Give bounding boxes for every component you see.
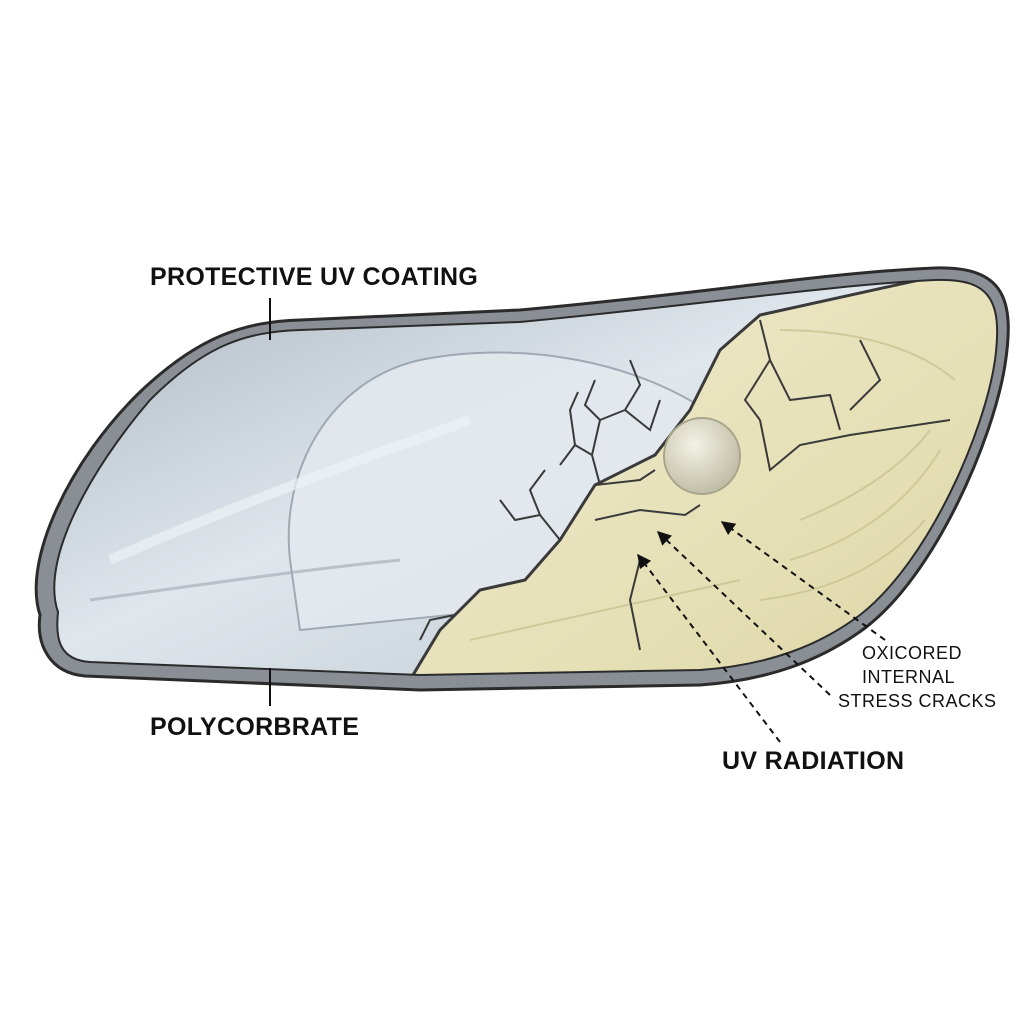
protective-uv-coating-label: PROTECTIVE UV COATING (150, 263, 479, 291)
stress-cracks-label: OXICORED INTERNAL STRESS CRACKS (838, 641, 997, 713)
stress-cracks (419, 319, 951, 651)
uv-arrows (637, 521, 886, 743)
bulb (663, 417, 741, 495)
stress-label-line-2: INTERNAL (862, 667, 956, 687)
stress-label-line-1: OXICORED (862, 643, 963, 663)
stress-label-line-3: STRESS CRACKS (838, 691, 997, 711)
polycarbonate-label: POLYCORBRATE (150, 713, 360, 741)
uv-radiation-label: UV RADIATION (722, 747, 905, 775)
